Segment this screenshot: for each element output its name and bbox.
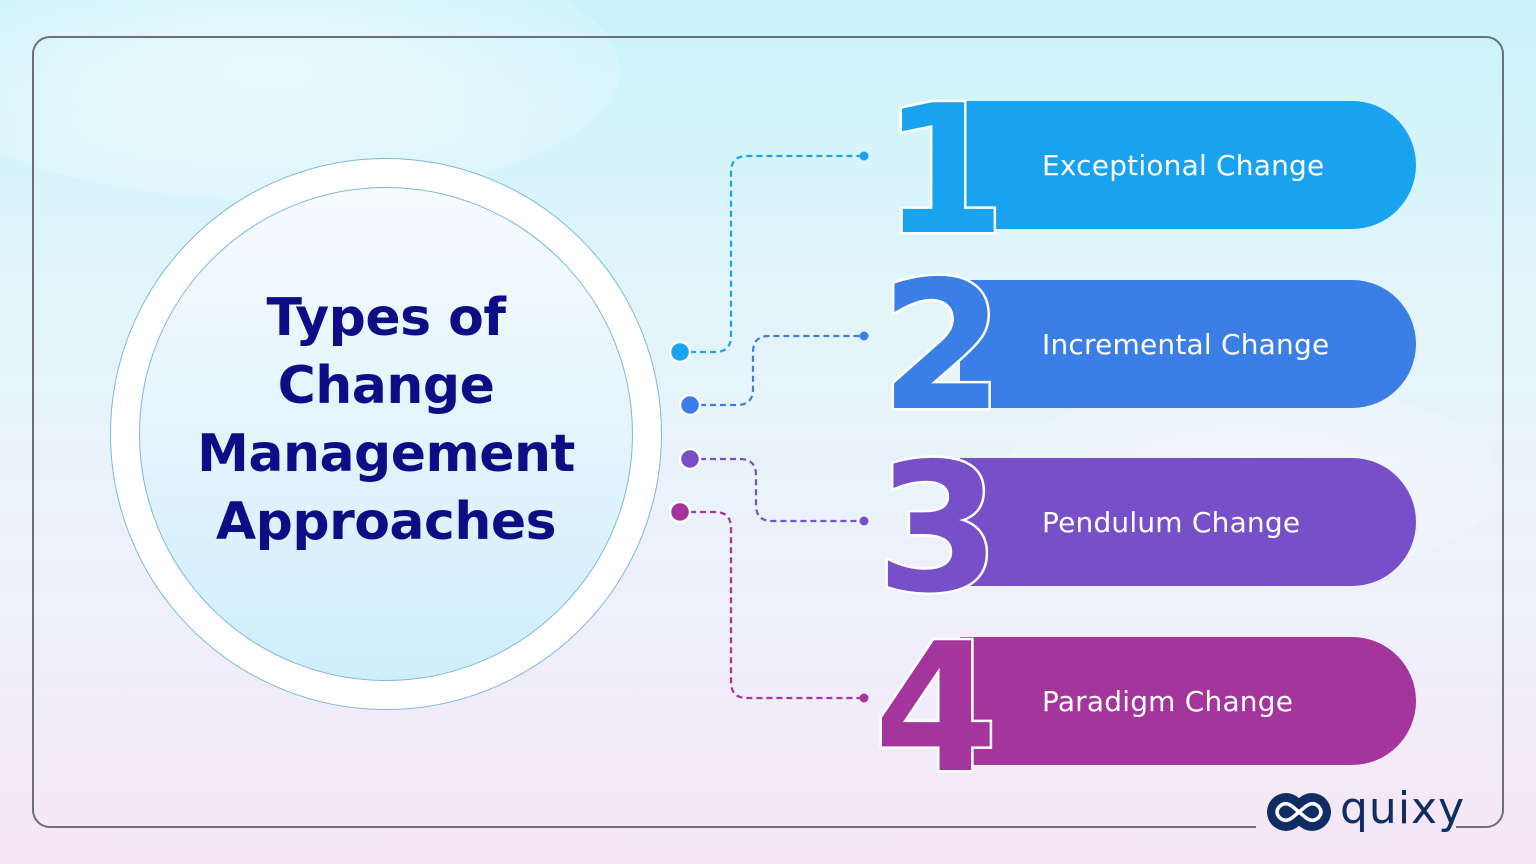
item-number-3: 3 bbox=[874, 425, 1003, 632]
item-label: Paradigm Change bbox=[1042, 684, 1294, 718]
item-pill-incremental-change: Incremental Change bbox=[960, 280, 1416, 408]
infinity-logo-icon bbox=[1267, 793, 1331, 831]
item-label: Exceptional Change bbox=[1042, 148, 1325, 182]
title-line: Approaches bbox=[215, 492, 557, 552]
frame-border bbox=[32, 36, 1504, 828]
diagram-title: Types of Change Management Approaches bbox=[197, 284, 575, 556]
item-pill-pendulum-change: Pendulum Change bbox=[960, 458, 1416, 586]
title-line: Change bbox=[277, 356, 495, 416]
title-line: Types of bbox=[266, 288, 506, 348]
item-number-4: 4 bbox=[872, 605, 1001, 812]
item-number-2: 2 bbox=[878, 243, 1007, 450]
title-line: Management bbox=[197, 424, 575, 484]
item-label: Pendulum Change bbox=[1042, 505, 1301, 539]
title-circle-inner: Types of Change Management Approaches bbox=[139, 187, 633, 681]
item-label: Incremental Change bbox=[1042, 327, 1330, 361]
item-pill-paradigm-change: Paradigm Change bbox=[960, 637, 1416, 765]
item-number-1: 1 bbox=[880, 67, 1009, 274]
item-pill-exceptional-change: Exceptional Change bbox=[960, 101, 1416, 229]
quixy-logo: quixy bbox=[1266, 783, 1465, 834]
logo-text: quixy bbox=[1340, 782, 1466, 834]
